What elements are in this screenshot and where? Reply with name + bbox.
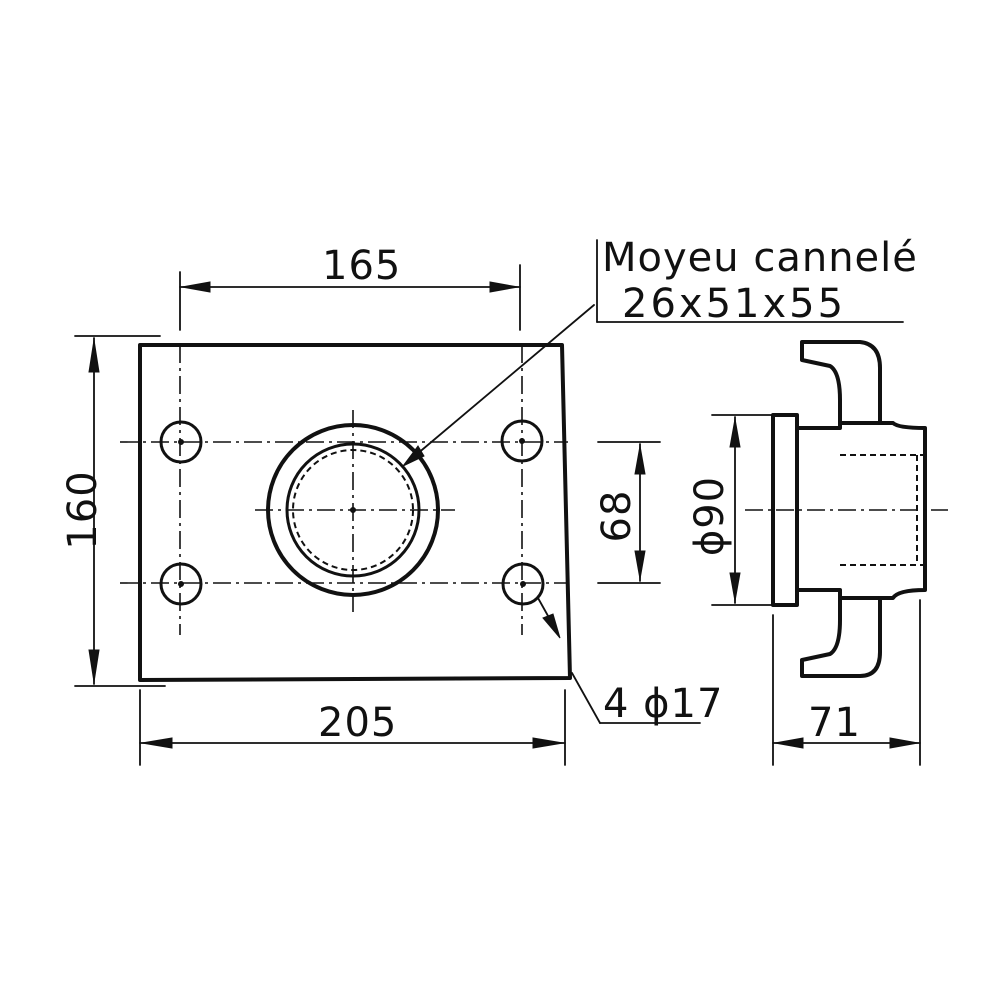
label-phi90: ϕ90 (687, 475, 733, 557)
dimension-160 (74, 335, 166, 687)
label-71: 71 (808, 700, 861, 746)
hub-spline-circle (292, 449, 414, 571)
side-view (745, 340, 948, 678)
front-view (120, 343, 572, 682)
dimension-68 (597, 441, 661, 584)
bolt-hole-bottom-left (159, 562, 203, 606)
label-165: 165 (322, 243, 402, 289)
side-hub-body (795, 421, 842, 600)
dimension-205 (139, 689, 566, 766)
label-holes-spec: 4 ϕ17 (603, 681, 724, 727)
hub-outer-circle (266, 423, 440, 597)
side-plate-upper (800, 340, 882, 425)
dimension-165 (179, 264, 521, 331)
label-160: 160 (60, 470, 106, 550)
side-boss (878, 421, 927, 600)
label-hub-title: Moyeu cannelé (602, 235, 918, 281)
bolt-hole-bottom-right (501, 562, 545, 606)
dimension-phi90 (711, 414, 773, 606)
leader-hub-spec (402, 239, 904, 467)
label-68: 68 (594, 489, 640, 543)
bolt-hole-top-left (159, 420, 203, 464)
dimension-71 (772, 599, 921, 766)
bolt-hole-top-right (500, 419, 544, 463)
leader-holes-spec (537, 597, 701, 724)
label-hub-spec: 26x51x55 (622, 281, 847, 327)
plate-outline (138, 343, 572, 682)
side-plate-lower (800, 596, 882, 678)
hub-inner-circle (285, 442, 421, 578)
label-205: 205 (318, 700, 398, 746)
side-flange (771, 413, 799, 607)
